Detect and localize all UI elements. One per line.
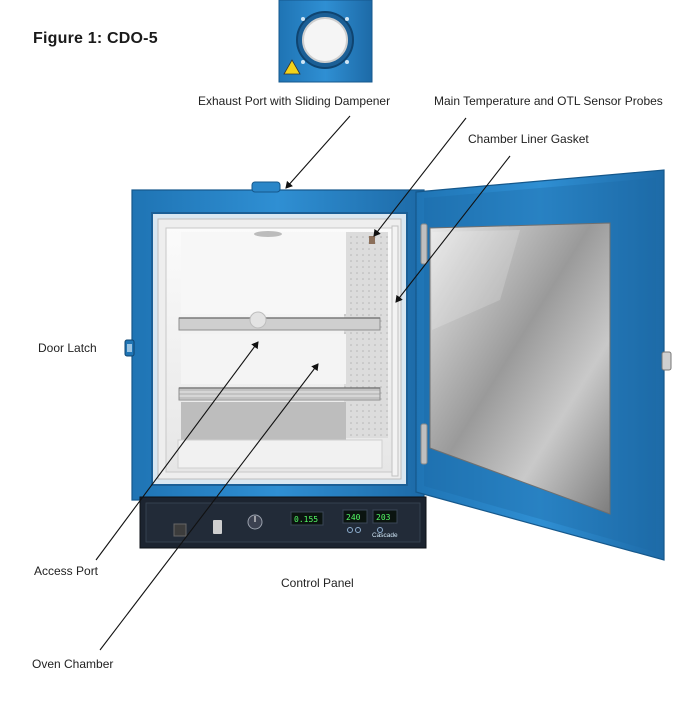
callout-lines xyxy=(95,115,511,651)
chamber-liner-gasket xyxy=(391,225,399,477)
liner-gasket-arrow xyxy=(395,155,511,303)
figure-title: Figure 1: CDO-5 xyxy=(33,30,158,47)
otl-display: 203 xyxy=(376,513,391,522)
setpoint-display: 240 xyxy=(346,513,361,522)
label-access-port: Access Port xyxy=(34,564,99,578)
label-sensor-probes: Main Temperature and OTL Sensor Probes xyxy=(434,94,663,108)
control-panel: 0.155 240 203 Cascade xyxy=(139,496,427,549)
oven-door xyxy=(415,169,672,561)
exhaust-port-arrow xyxy=(285,115,351,189)
sensor-probes xyxy=(369,236,375,244)
label-control-panel: Control Panel xyxy=(281,576,354,590)
oven-chamber xyxy=(165,227,394,473)
access-port xyxy=(249,311,267,329)
exhaust-port-inset xyxy=(278,0,373,83)
access-port-arrow xyxy=(95,341,259,561)
label-exhaust-port: Exhaust Port with Sliding Dampener xyxy=(198,94,391,108)
label-oven-chamber: Oven Chamber xyxy=(32,657,114,671)
label-liner-gasket: Chamber Liner Gasket xyxy=(468,132,589,146)
brand-logo: Cascade xyxy=(372,532,398,539)
oven-chamber-arrow xyxy=(99,363,319,651)
label-door-latch: Door Latch xyxy=(38,341,97,355)
sensor-probe-arrow xyxy=(373,117,467,237)
main-temp-display: 0.155 xyxy=(294,515,318,524)
